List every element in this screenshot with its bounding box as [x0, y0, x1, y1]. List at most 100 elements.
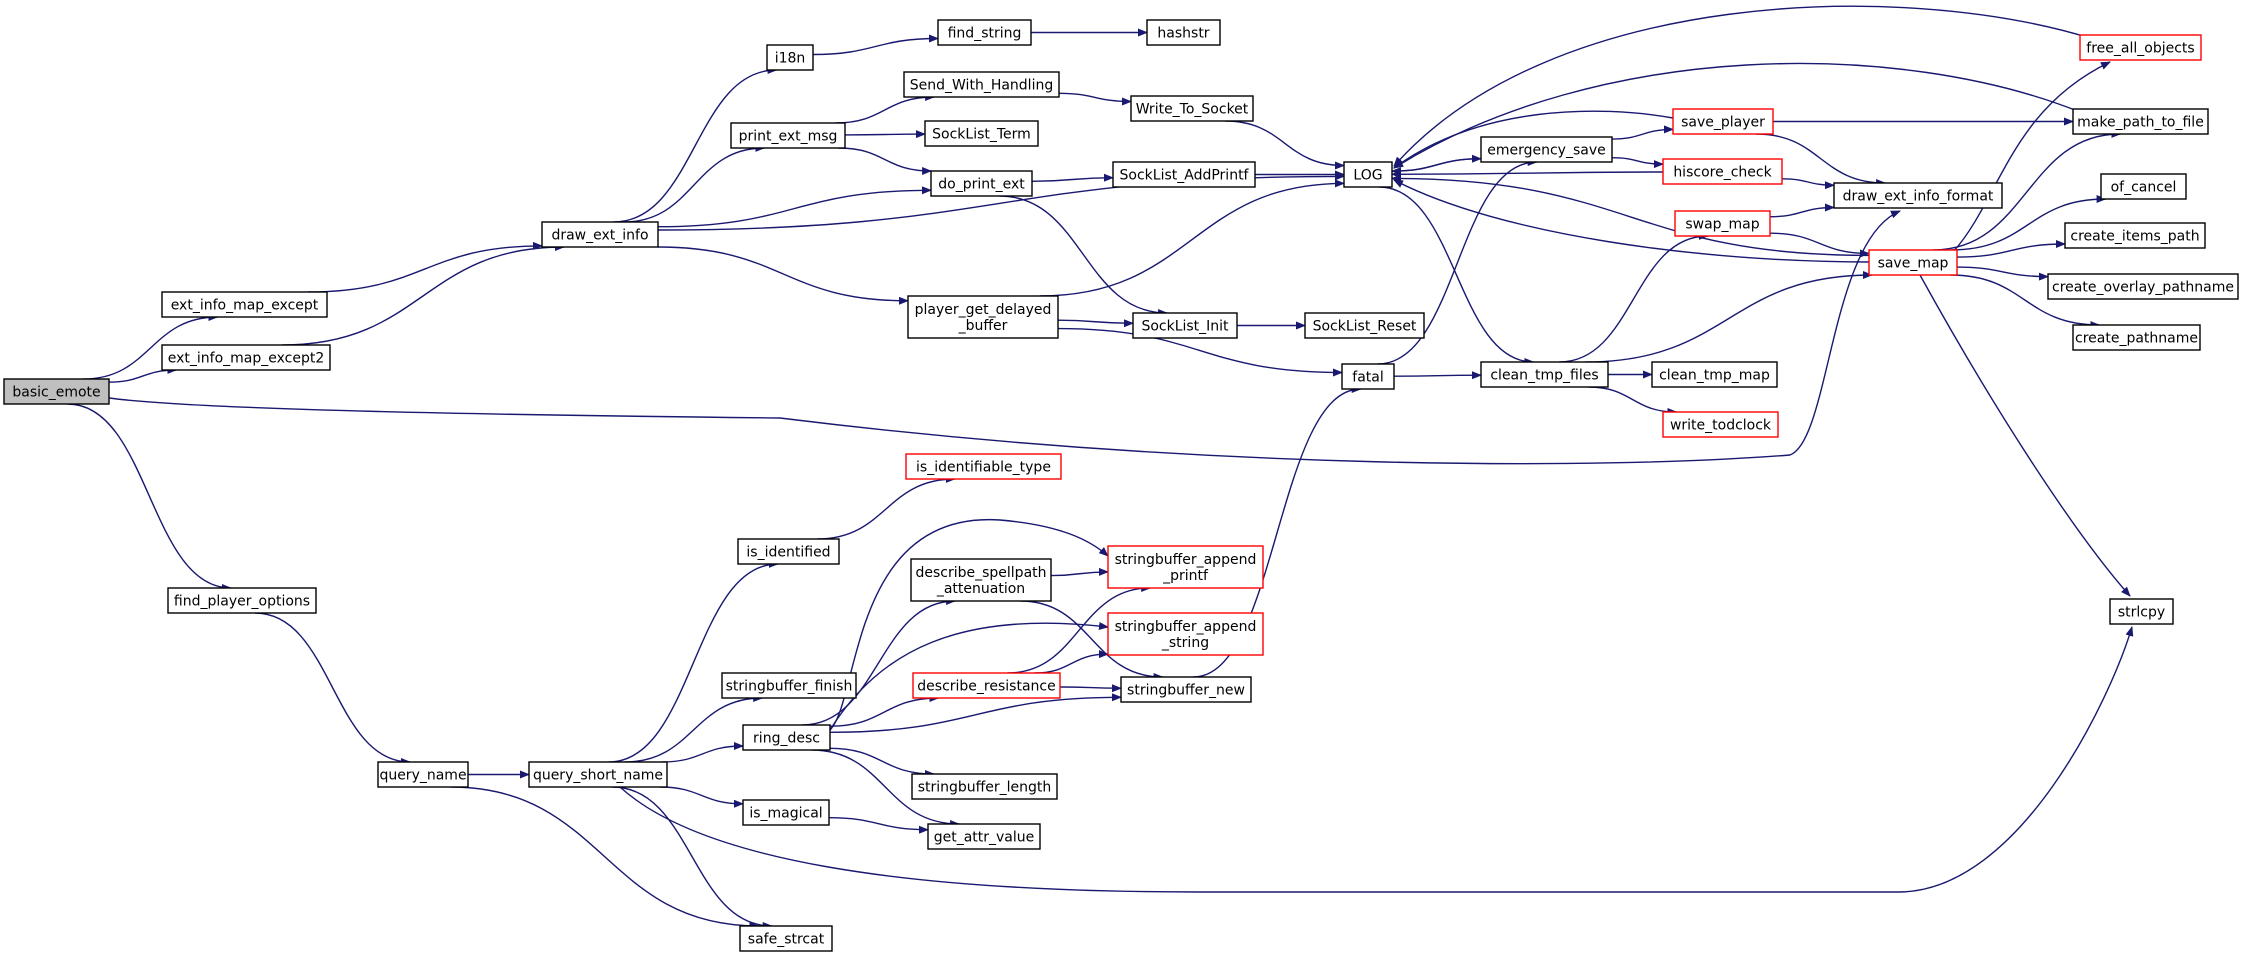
edge-line: [1956, 240, 2066, 258]
node-query_short_name[interactable]: query_short_name: [528, 761, 668, 788]
node-is_identifiable_type[interactable]: is_identifiable_type: [905, 453, 1062, 480]
node-box: [3, 378, 110, 405]
node-Send_With_Handling[interactable]: Send_With_Handling: [903, 71, 1060, 98]
edge-is_identified-to-is_identifiable_type: [817, 475, 956, 540]
edge-line: [83, 313, 219, 380]
node-SockList_Init[interactable]: SockList_Init: [1132, 312, 1238, 339]
edge-emergency_save-to-hiscore_check: [1611, 157, 1664, 169]
edge-line: [1769, 203, 1835, 218]
node-ring_desc[interactable]: ring_desc: [742, 724, 831, 751]
node-get_attr_value[interactable]: get_attr_value: [927, 823, 1041, 850]
edge-line: [1393, 5, 2091, 167]
node-strlcpy[interactable]: strlcpy: [2109, 598, 2174, 625]
node-box: [742, 799, 830, 826]
node-box: [1130, 95, 1254, 122]
node-SockList_AddPrintf[interactable]: SockList_AddPrintf: [1112, 161, 1256, 188]
edge-swap_map-to-LOG: [1393, 179, 1871, 263]
node-box: [2079, 34, 2202, 61]
node-print_ext_msg[interactable]: print_ext_msg: [730, 122, 846, 149]
node-stringbuffer_append_printf[interactable]: stringbuffer_append_printf: [1107, 545, 1264, 589]
node-label: ring_desc: [753, 731, 820, 747]
node-label: draw_ext_info: [551, 228, 648, 244]
edge-line: [624, 694, 764, 763]
node-draw_ext_info[interactable]: draw_ext_info: [541, 221, 659, 248]
edge-ring_desc-to-stringbuffer_append_string: [829, 622, 1109, 731]
edge-line: [1034, 650, 1109, 674]
node-do_print_ext[interactable]: do_print_ext: [930, 170, 1033, 197]
node-box: [1304, 312, 1425, 339]
node-box: [1672, 108, 1774, 135]
node-save_map[interactable]: save_map: [1868, 249, 1958, 276]
edge-line: [828, 817, 929, 834]
node-draw_ext_info_format[interactable]: draw_ext_info_format: [1833, 182, 2003, 209]
node-label: describe_spellpath: [915, 565, 1046, 581]
edge-line: [1007, 584, 1152, 674]
node-of_cancel[interactable]: of_cancel: [2100, 173, 2187, 200]
node-SockList_Term[interactable]: SockList_Term: [924, 120, 1039, 147]
edge-ring_desc-to-get_attr_value: [811, 749, 961, 828]
node-basic_emote[interactable]: basic_emote: [3, 378, 110, 405]
edge-line: [1769, 232, 1870, 258]
node-label: SockList_Term: [932, 127, 1031, 143]
node-find_player_options[interactable]: find_player_options: [167, 587, 317, 614]
edge-line: [835, 93, 936, 124]
node-i18n[interactable]: i18n: [766, 44, 814, 71]
node-clean_tmp_map[interactable]: clean_tmp_map: [1651, 361, 1778, 388]
node-clean_tmp_files[interactable]: clean_tmp_files: [1480, 361, 1609, 388]
node-player_get_delayed_buffer[interactable]: player_get_delayed_buffer: [907, 295, 1059, 339]
node-box: [2064, 222, 2206, 249]
node-is_magical[interactable]: is_magical: [742, 799, 830, 826]
node-emergency_save[interactable]: emergency_save: [1480, 136, 1613, 163]
node-make_path_to_file[interactable]: make_path_to_file: [2072, 108, 2209, 135]
edge-line: [1952, 61, 2111, 253]
node-label: hashstr: [1157, 26, 1209, 42]
edge-line: [67, 403, 232, 592]
node-swap_map[interactable]: swap_map: [1674, 210, 1771, 237]
node-ext_info_map_except[interactable]: ext_info_map_except: [161, 291, 328, 318]
node-safe_strcat[interactable]: safe_strcat: [739, 925, 833, 952]
node-LOG[interactable]: LOG: [1343, 161, 1393, 188]
edge-print_ext_msg-to-Send_With_Handling: [835, 93, 936, 124]
edge-query_name-to-safe_strcat: [450, 786, 760, 930]
node-hashstr[interactable]: hashstr: [1146, 19, 1221, 46]
node-label: ext_info_map_except: [171, 298, 319, 314]
edge-line: [1781, 178, 1835, 190]
node-stringbuffer_new[interactable]: stringbuffer_new: [1120, 676, 1252, 703]
node-query_name[interactable]: query_name: [377, 761, 469, 788]
node-ext_info_map_except2[interactable]: ext_info_map_except2: [161, 344, 331, 371]
node-write_todclock[interactable]: write_todclock: [1662, 411, 1779, 438]
node-free_all_objects[interactable]: free_all_objects: [2079, 34, 2202, 61]
node-label: emergency_save: [1487, 143, 1606, 159]
edge-line: [829, 693, 1122, 733]
node-create_pathname[interactable]: create_pathname: [2072, 324, 2201, 351]
node-hiscore_check[interactable]: hiscore_check: [1662, 158, 1783, 185]
node-describe_resistance[interactable]: describe_resistance: [912, 672, 1061, 699]
node-box: [1107, 545, 1264, 589]
node-create_overlay_pathname[interactable]: create_overlay_pathname: [2047, 273, 2239, 300]
node-label: query_short_name: [533, 768, 663, 784]
node-label: stringbuffer_append: [1115, 552, 1257, 568]
edge-player_get_delayed_buffer-to-SockList_Init: [1057, 319, 1134, 328]
node-describe_spellpath_attenuation[interactable]: describe_spellpath_attenuation: [910, 558, 1052, 602]
edge-line: [1057, 327, 1343, 377]
edge-line: [1020, 600, 1164, 681]
node-save_player[interactable]: save_player: [1672, 108, 1774, 135]
node-box: [910, 558, 1052, 602]
edge-line: [1933, 130, 2122, 251]
node-fatal[interactable]: fatal: [1341, 363, 1395, 390]
node-stringbuffer_append_string[interactable]: stringbuffer_append_string: [1107, 612, 1264, 656]
edge-basic_emote-to-draw_ext_info_format: [108, 210, 1901, 465]
node-is_identified[interactable]: is_identified: [737, 538, 840, 565]
edge-line: [1193, 385, 1362, 678]
edge-clean_tmp_files-to-write_todclock: [1588, 386, 1678, 416]
node-stringbuffer_finish[interactable]: stringbuffer_finish: [721, 672, 857, 699]
node-label: save_map: [1878, 256, 1949, 272]
node-Write_To_Socket[interactable]: Write_To_Socket: [1130, 95, 1254, 122]
node-SockList_Reset[interactable]: SockList_Reset: [1304, 312, 1425, 339]
node-create_items_path[interactable]: create_items_path: [2064, 222, 2206, 249]
edge-line: [1393, 371, 1482, 380]
node-stringbuffer_length[interactable]: stringbuffer_length: [911, 773, 1058, 800]
node-find_string[interactable]: find_string: [937, 19, 1032, 46]
edge-player_get_delayed_buffer-to-LOG: [1039, 179, 1345, 297]
edge-line: [1225, 120, 1345, 170]
